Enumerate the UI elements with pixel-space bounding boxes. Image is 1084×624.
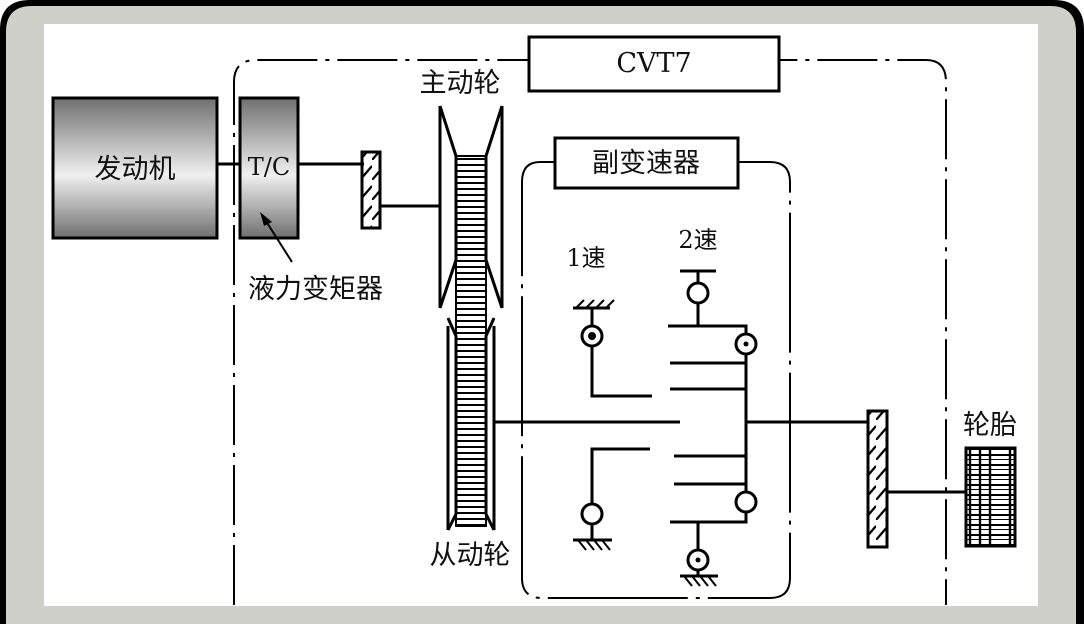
input-gear	[360, 150, 382, 230]
cvt-label-box: CVT7	[527, 35, 781, 93]
second-gear-label: 2速	[678, 226, 717, 254]
engine: 发动机	[51, 96, 219, 240]
secondary-pulley-label: 从动轮	[430, 540, 511, 571]
torque-converter-callout-label: 液力变矩器	[248, 274, 383, 305]
primary-pulley-label: 主动轮	[420, 68, 501, 99]
first-gear-brake-upper	[573, 299, 652, 398]
engine-label: 发动机	[95, 154, 176, 185]
tire: 轮胎	[963, 410, 1017, 548]
second-gear-clutch-upper	[680, 269, 716, 326]
sub-transmission-label: 副变速器	[592, 148, 700, 179]
cvt-label: CVT7	[616, 48, 691, 79]
torque-converter: T/C	[238, 96, 300, 240]
sub-transmission-label-box: 副变速器	[553, 136, 740, 190]
secondary-pulley	[446, 317, 496, 531]
belt	[455, 155, 487, 527]
torque-converter-label: T/C	[248, 153, 290, 181]
output-gear	[866, 409, 889, 549]
first-gear-label: 1速	[566, 244, 605, 272]
torque-converter-callout: 液力变矩器	[248, 212, 383, 305]
sub-transmission-enclosure	[521, 161, 791, 599]
first-gear-brake-lower	[573, 447, 650, 551]
tire-label: 轮胎	[963, 410, 1017, 441]
